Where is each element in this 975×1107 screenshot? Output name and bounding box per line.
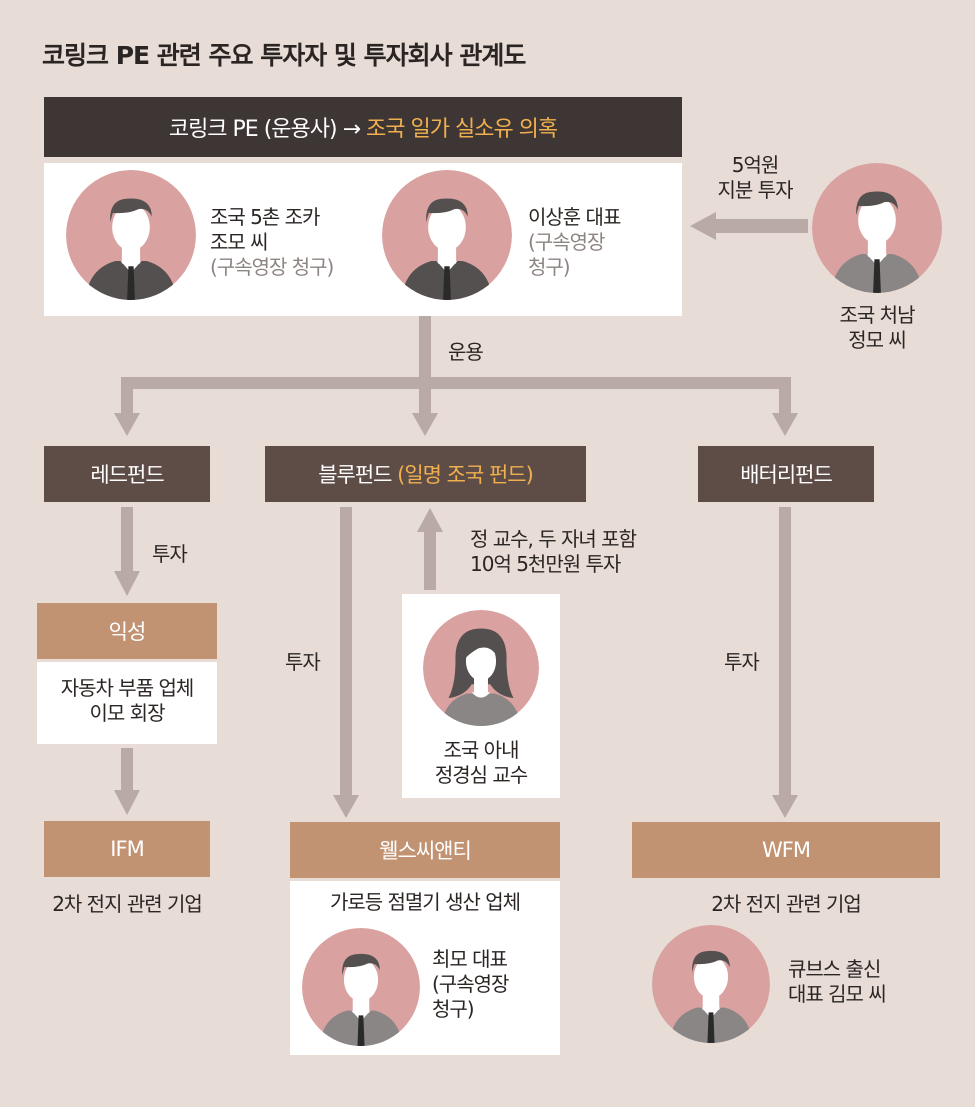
red-invest-shaft [121,507,133,573]
lee-ceo-status: (구속영장 청구) [528,230,605,279]
battery-fund-label: 배터리펀드 [740,463,833,487]
family-invest-head [417,508,443,532]
battery-invest-head [772,795,798,818]
wfm-box: WFM [632,822,940,878]
blue-fund-nickname: (일명 조국 펀드) [397,463,534,487]
red-fund-label: 레드펀드 [90,463,164,487]
kim-ceo-name: 큐브스 출신 대표 김모 씨 [788,957,887,1006]
equity-arrow-head [690,212,716,240]
blue-invest-head [333,795,359,818]
operate-distributor [121,377,791,389]
equity-arrow-shaft [712,219,808,233]
person-avatar-icon [302,928,420,1046]
blue-fund-label: 블루펀드 [318,463,398,487]
wife-name: 조국 아내 정경심 교수 [434,738,528,787]
wfm-desc: 2차 전지 관련 기업 [711,892,862,916]
ifm-desc: 2차 전지 관련 기업 [52,892,203,916]
jo-nephew-name: 조국 5촌 조카 조모 씨 [210,205,320,254]
korink-pe-bar: 코링크 PE (운용사) → 조국 일가 실소유 의혹 [44,97,682,157]
blue-fund-box: 블루펀드 (일명 조국 펀드) [265,446,586,502]
diagram-title: 코링크 PE 관련 주요 투자자 및 투자회사 관계도 [42,41,526,70]
branch-battery-head [772,413,798,436]
branch-blue-shaft [419,383,431,415]
wellsc-desc: 가로등 점멸기 생산 업체 [329,890,521,914]
person-avatar-icon [382,170,512,300]
iksung-ifm-shaft [121,748,133,792]
korink-pe-label: 코링크 PE (운용사) → [168,117,367,142]
blue-invest-shaft [340,507,352,797]
person-avatar-icon [812,163,942,293]
wellsc-name: 웰스씨앤티 [379,839,472,863]
branch-red-shaft [121,383,133,415]
ifm-name: IFM [110,837,144,861]
lee-ceo-name: 이상훈 대표 [528,205,621,229]
person-avatar-icon [66,170,196,300]
wfm-name: WFM [762,838,811,862]
branch-blue-head [412,413,438,436]
choi-ceo-name: 최모 대표 (구속영장 청구) [432,947,509,1021]
ifm-box: IFM [44,821,210,877]
family-invest-shaft [424,530,436,590]
person-avatar-icon [423,610,539,726]
battery-fund-box: 배터리펀드 [698,446,874,502]
branch-red-head [114,413,140,436]
battery-invest-label: 투자 [724,650,760,674]
family-invest-label: 정 교수, 두 자녀 포함 10억 5천만원 투자 [470,527,637,576]
red-invest-label: 투자 [152,542,188,566]
wellsc-box: 웰스씨앤티 [290,822,560,878]
blue-invest-label: 투자 [285,650,321,674]
iksung-box: 익성 [37,603,217,659]
red-invest-head [114,571,140,596]
branch-battery-shaft [779,383,791,415]
jo-nephew-status: (구속영장 청구) [210,255,334,279]
iksung-ifm-head [114,790,140,815]
iksung-name: 익성 [108,620,147,644]
iksung-desc: 자동차 부품 업체 이모 회장 [37,662,217,744]
operate-label: 운용 [448,340,484,364]
operate-trunk [419,316,431,388]
brother-in-law-name: 조국 처남 정모 씨 [839,303,916,352]
battery-invest-shaft [779,507,791,797]
equity-investment-label: 5억원 지분 투자 [717,153,794,202]
person-avatar-icon [652,925,770,1043]
red-fund-box: 레드펀드 [44,446,210,502]
allegation-label: 조국 일가 실소유 의혹 [366,117,558,142]
